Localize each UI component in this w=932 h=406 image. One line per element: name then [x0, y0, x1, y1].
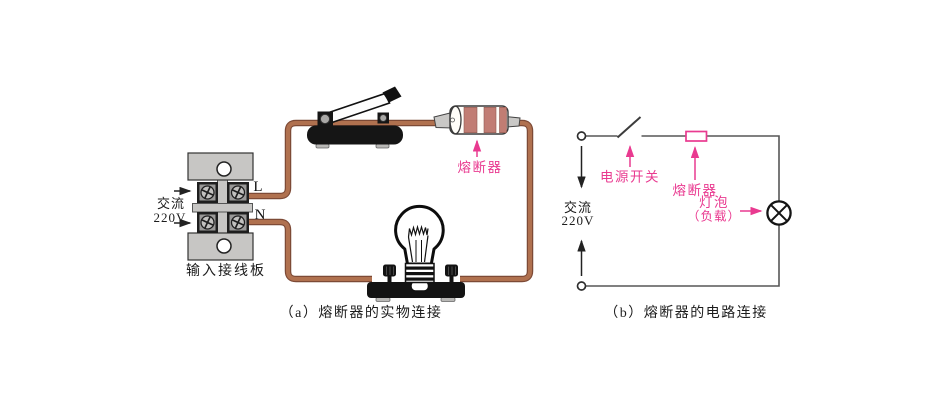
fuse-band	[483, 107, 497, 134]
mount-hole-bottom	[216, 238, 232, 254]
source-terminal-top	[576, 131, 587, 141]
bulb-filament	[407, 224, 429, 238]
board-label: 输入接线板	[186, 262, 266, 279]
screw-terminals	[197, 182, 249, 233]
terminal-block	[227, 182, 249, 203]
ac-source-label-line2-b: 220V	[562, 213, 595, 228]
mount-hole-top	[216, 161, 232, 177]
switch-symbol	[616, 116, 642, 139]
fuse-label-a: 熔断器	[458, 160, 503, 175]
copper-wires	[238, 119, 534, 283]
switch-foot	[375, 143, 390, 149]
fuse-band	[463, 107, 478, 134]
terminal-board: 交流 220V L N 输入接线板	[154, 152, 266, 279]
power-switch-label: 电源开关	[600, 170, 660, 185]
live-terminal-label: L	[253, 179, 262, 195]
terminal-block	[227, 212, 249, 233]
holder-foot	[375, 297, 391, 302]
lamp-symbol	[766, 200, 792, 226]
load-label-line2: （负载）	[687, 210, 741, 224]
knife-switch	[307, 86, 403, 149]
load-label-line1: 灯泡	[699, 195, 729, 210]
caption-b: （b）熔断器的电路连接	[604, 304, 768, 321]
neutral-terminal-label: N	[255, 207, 266, 223]
terminal-block	[197, 212, 218, 233]
light-bulb-assembly	[367, 204, 465, 302]
holder-bolt	[445, 264, 458, 277]
terminal-block	[197, 182, 218, 203]
fuse-label-b: 熔断器	[673, 183, 718, 198]
ac-source-label-line2: 220V	[154, 210, 187, 225]
ac-source-label-line1: 交流	[157, 196, 185, 211]
holder-bolt	[383, 264, 396, 277]
board-mid-bar	[192, 203, 253, 213]
fuse-symbol	[685, 130, 708, 142]
switch-handle	[382, 86, 402, 103]
switch-foot	[315, 143, 330, 149]
switch-base	[307, 125, 403, 145]
fuse-end-cap	[449, 105, 462, 135]
fuse-band	[499, 107, 507, 134]
schematic-diagram: 交流 220V 电源开关 熔断器 灯泡 （负载） （b）熔断器的电路连接	[562, 116, 792, 321]
physical-diagram: 交流 220V L N 输入接线板	[154, 86, 534, 321]
caption-a: （a）熔断器的实物连接	[280, 304, 443, 321]
source-terminal-bottom	[576, 281, 587, 291]
ac-source-label-line1-b: 交流	[564, 200, 592, 215]
holder-foot	[440, 297, 456, 302]
fuse-cartridge: 熔断器	[433, 105, 521, 175]
